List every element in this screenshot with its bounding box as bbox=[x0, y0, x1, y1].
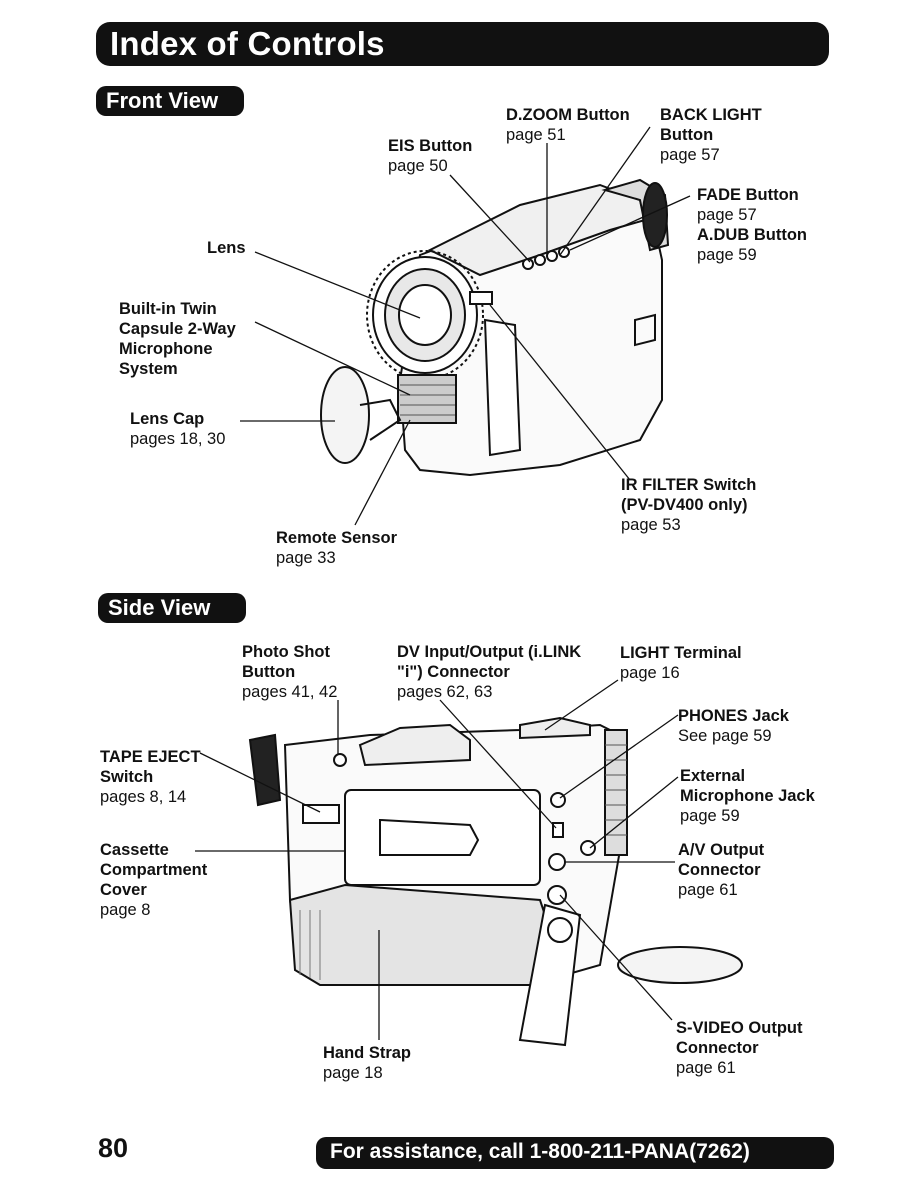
external-mic-callout: External Microphone Jack page 59 bbox=[680, 767, 815, 825]
lens-callout: Lens bbox=[207, 239, 246, 257]
microphone-callout: Built-in Twin Capsule 2-Way Microphone S… bbox=[119, 300, 236, 378]
front-view-illustration bbox=[240, 126, 691, 526]
backlight-callout: BACK LIGHT Button page 57 bbox=[660, 106, 762, 164]
cassette-cover-callout: Cassette Compartment Cover page 8 bbox=[100, 841, 208, 919]
page-number: 80 bbox=[98, 1133, 129, 1163]
phones-jack-callout: PHONES Jack See page 59 bbox=[678, 707, 789, 745]
assistance-text: For assistance, call 1-800-211-PANA(7262… bbox=[330, 1140, 750, 1163]
side-view-heading: Side View bbox=[98, 593, 246, 623]
remote-sensor-callout: Remote Sensor page 33 bbox=[276, 529, 398, 567]
front-view-heading: Front View bbox=[96, 86, 244, 116]
hand-strap-callout: Hand Strap page 18 bbox=[323, 1044, 412, 1082]
light-terminal-callout: LIGHT Terminal page 16 bbox=[620, 644, 742, 682]
tape-eject-callout: TAPE EJECT Switch pages 8, 14 bbox=[100, 748, 201, 806]
lenscap-callout: Lens Cap pages 18, 30 bbox=[130, 410, 226, 448]
fade-adub-callout: FADE Button page 57 A.DUB Button page 59 bbox=[697, 186, 807, 264]
photoshot-callout: Photo Shot Button pages 41, 42 bbox=[242, 643, 338, 701]
page-title: Index of Controls bbox=[110, 25, 385, 62]
dzoom-callout: D.ZOOM Button page 51 bbox=[506, 106, 630, 144]
irfilter-callout: IR FILTER Switch (PV-DV400 only) page 53 bbox=[621, 476, 757, 534]
side-view-illustration bbox=[195, 679, 743, 1047]
av-output-callout: A/V Output Connector page 61 bbox=[678, 841, 765, 899]
svideo-callout: S-VIDEO Output Connector page 61 bbox=[676, 1019, 803, 1077]
page-title-bar: Index of Controls bbox=[96, 22, 829, 66]
assistance-bar: For assistance, call 1-800-211-PANA(7262… bbox=[316, 1137, 834, 1169]
eis-callout: EIS Button page 50 bbox=[388, 137, 473, 175]
dv-io-callout: DV Input/Output (i.LINK "i") Connector p… bbox=[397, 643, 582, 701]
